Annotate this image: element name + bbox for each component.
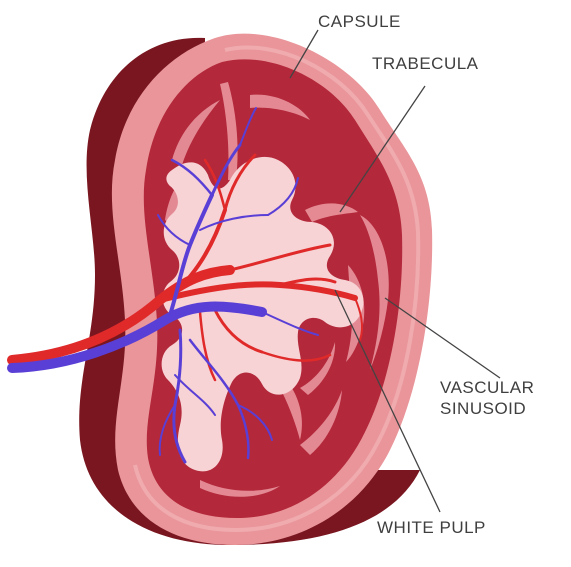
capsule-label-text: CAPSULE xyxy=(318,11,401,32)
trabecula-label-text: TRABECULA xyxy=(372,53,479,74)
capsule-label: CAPSULE xyxy=(318,11,401,32)
vascular-sinusoid-label-line2: SINUSOID xyxy=(440,398,534,419)
vascular-sinusoid-label: VASCULAR SINUSOID xyxy=(440,377,534,419)
white-pulp-label-text: WHITE PULP xyxy=(377,517,486,538)
white-pulp-label: WHITE PULP xyxy=(377,517,486,538)
trabecula-label: TRABECULA xyxy=(372,53,479,74)
vascular-sinusoid-label-line1: VASCULAR xyxy=(440,377,534,398)
